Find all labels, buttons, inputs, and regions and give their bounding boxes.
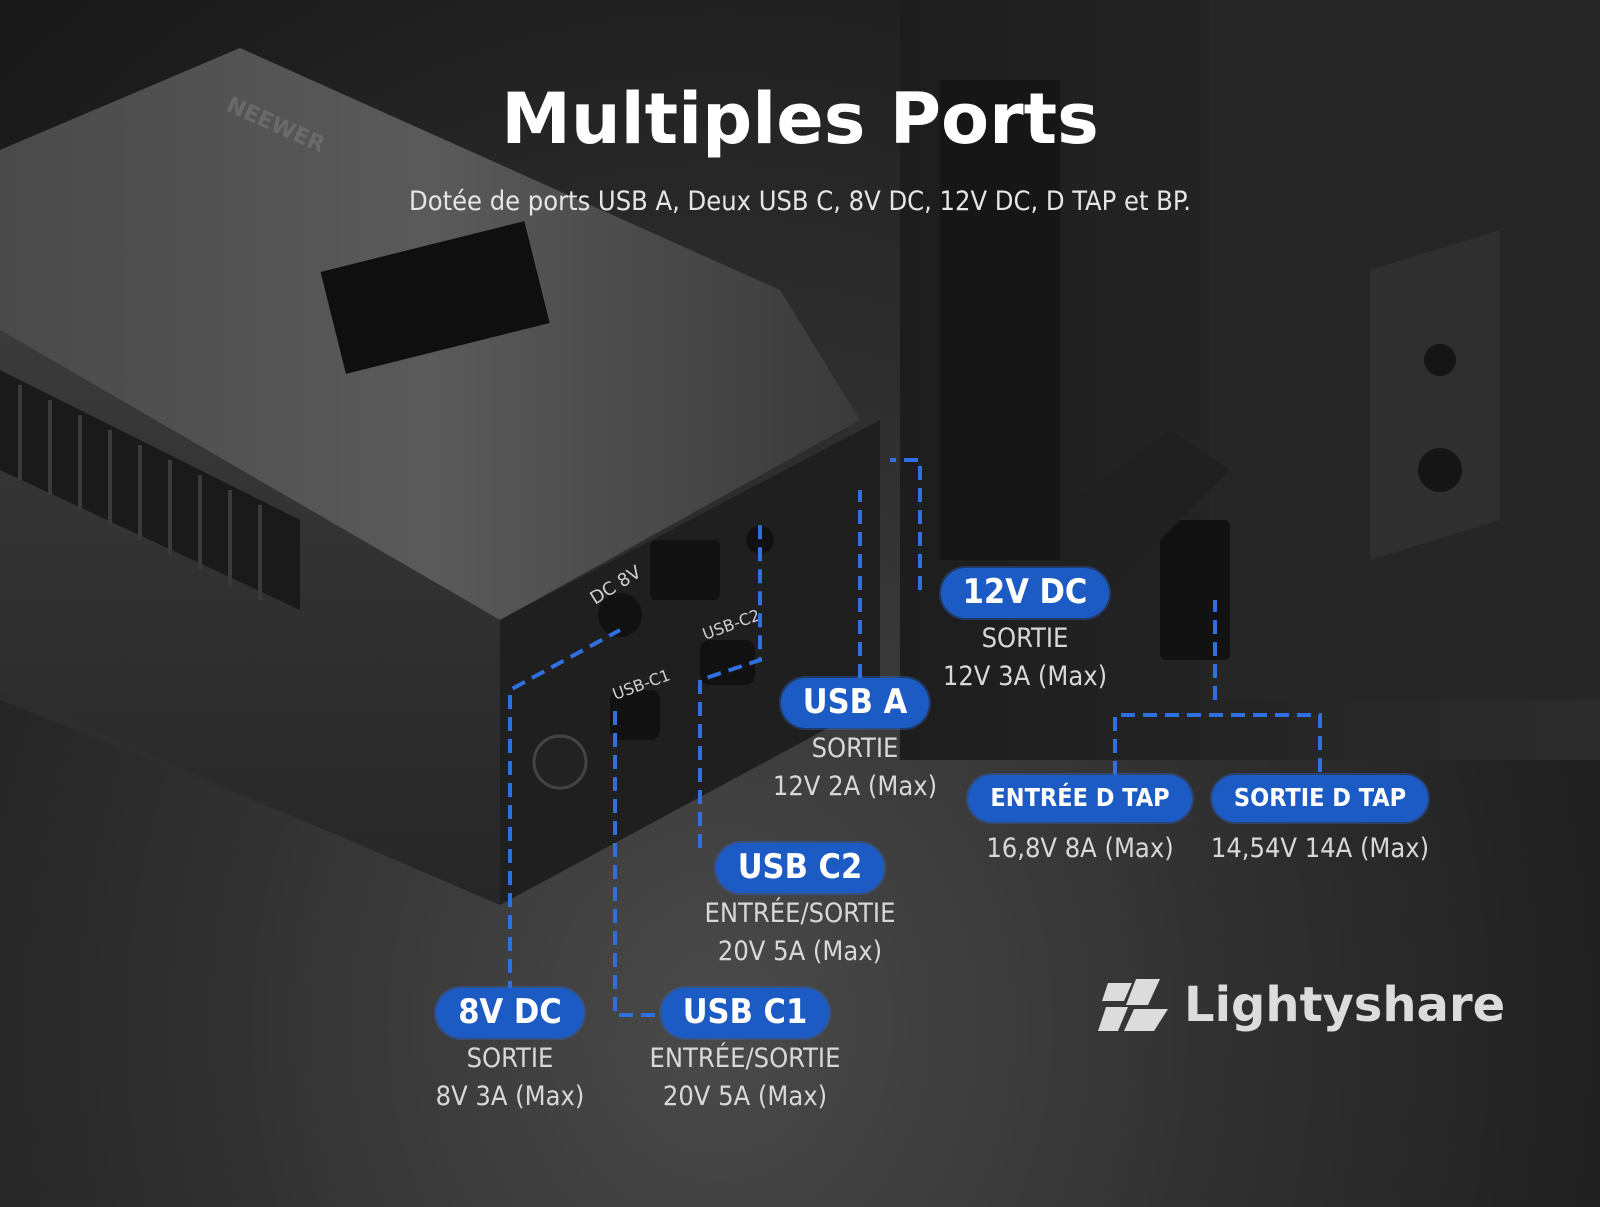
port-usb-c2: USB C2 ENTRÉE/SORTIE 20V 5A (Max): [690, 843, 910, 969]
port-desc-line1: ENTRÉE/SORTIE: [649, 1043, 841, 1074]
port-desc-line2: 12V 2A (Max): [772, 771, 938, 802]
port-desc-line1: ENTRÉE/SORTIE: [704, 898, 896, 929]
port-desc-line2: 20V 5A (Max): [662, 1081, 828, 1112]
port-dtap-out: SORTIE D TAP 14,54V 14A (Max): [1205, 775, 1435, 866]
port-badge: USB C2: [715, 843, 885, 893]
port-badge: 12V DC: [940, 568, 1110, 618]
port-badge: USB A: [780, 678, 930, 728]
battery-right: [900, 0, 1600, 760]
port-badge: USB C1: [660, 988, 830, 1038]
port-badge: ENTRÉE D TAP: [968, 775, 1192, 822]
port-desc-line2: 12V 3A (Max): [942, 661, 1108, 692]
port-dtap-in: ENTRÉE D TAP 16,8V 8A (Max): [965, 775, 1195, 866]
battery-left: DC 8V USB-C1 USB-C2 NEEWER: [0, 48, 880, 905]
page-subtitle: Dotée de ports USB A, Deux USB C, 8V DC,…: [409, 186, 1191, 217]
port-desc-line2: 8V 3A (Max): [435, 1081, 585, 1112]
connector-lines: [508, 458, 1322, 1017]
port-desc-line2: 20V 5A (Max): [717, 936, 883, 967]
port-desc-line1: SORTIE: [981, 623, 1069, 654]
port-usb-a: USB A SORTIE 12V 2A (Max): [765, 678, 945, 804]
brand-logo-icon: [1098, 979, 1168, 1031]
brand-name: Lightyshare: [1184, 977, 1506, 1033]
brand-watermark: Lightyshare: [1098, 975, 1505, 1035]
port-desc-line1: 14,54V 14A (Max): [1210, 833, 1430, 864]
port-desc-line1: SORTIE: [811, 733, 899, 764]
port-desc-line1: SORTIE: [466, 1043, 554, 1074]
port-badge: SORTIE D TAP: [1211, 775, 1429, 822]
port-usb-c1: USB C1 ENTRÉE/SORTIE 20V 5A (Max): [635, 988, 855, 1114]
port-badge: 8V DC: [436, 988, 584, 1038]
port-8v-dc: 8V DC SORTIE 8V 3A (Max): [420, 988, 600, 1114]
port-desc-line1: 16,8V 8A (Max): [986, 833, 1174, 864]
port-12v-dc: 12V DC SORTIE 12V 3A (Max): [935, 568, 1115, 694]
page-title: Multiples Ports: [501, 78, 1099, 160]
